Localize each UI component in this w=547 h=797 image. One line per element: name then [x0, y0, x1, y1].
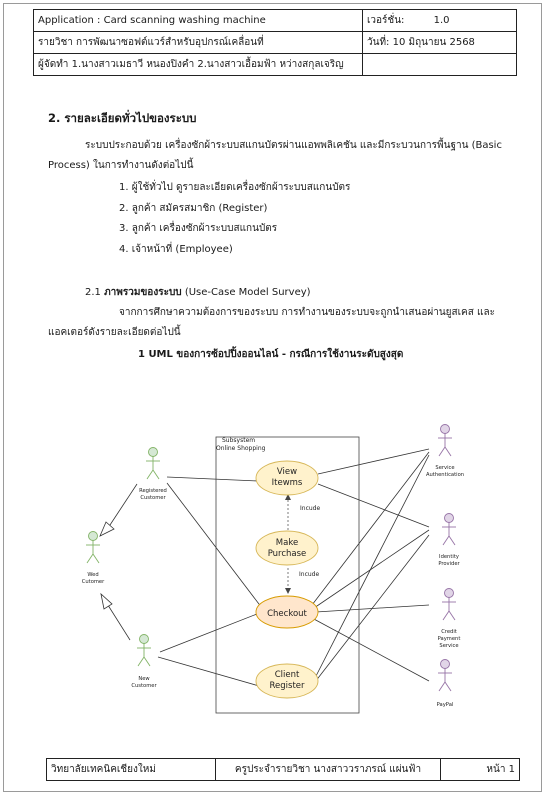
page-border	[3, 3, 542, 792]
include-label: Incude	[300, 505, 320, 512]
actor-label: New	[138, 676, 150, 682]
include-arrowhead	[285, 588, 291, 594]
actor-label: Cutomer	[82, 579, 105, 585]
actor-identity-provider: Identity Provider	[438, 513, 461, 567]
actor-web-customer: Wed Cutomer	[82, 531, 105, 585]
use-case-checkout: Checkout	[255, 595, 319, 629]
subsection-title-rest: (Use-Case Model Survey)	[181, 287, 311, 298]
list-item: 3. ลูกค้า เครื่องซักผ้าระบบสแกนบัตร	[119, 223, 278, 234]
actor-paypal: PayPal	[437, 659, 454, 708]
footer-page-number: หน้า 1	[440, 758, 520, 781]
intro-line-2: Process) ในการทำงานดังต่อไปนี้	[48, 160, 194, 171]
use-case-view-items: View Itewms	[255, 460, 319, 496]
version-label: เวอร์ชั่น:	[367, 15, 405, 26]
subsystem-label: Online Shopping	[216, 445, 266, 452]
actor-service-authentication: Service Authentication	[426, 424, 464, 478]
subsection-title: 2.1 ภาพรวมของระบบ (Use-Case Model Survey…	[85, 285, 311, 300]
list-item: 2. ลูกค้า สมัครสมาชิก (Register)	[119, 203, 268, 214]
desc-line-2: แอคเตอร์ดังรายละเอียดต่อไปนี้	[48, 327, 181, 338]
use-case-label: Register	[270, 681, 306, 691]
use-case-label: Purchase	[268, 549, 307, 559]
header-table: Application : Card scanning washing mach…	[33, 9, 517, 76]
use-case-client-register: Client Register	[255, 663, 319, 699]
section-title: 2. รายละเอียดทั่วไปของระบบ	[48, 111, 197, 125]
footer-college: วิทยาลัยเทคนิคเชียงใหม่	[46, 758, 216, 781]
actor-credit-payment-service: Credit Payment Service	[438, 588, 461, 649]
footer-table: วิทยาลัยเทคนิคเชียงใหม่ ครูประจำรายวิชา …	[46, 758, 520, 781]
actor-label: Customer	[140, 495, 166, 501]
subsection-number: 2.1	[85, 287, 101, 298]
version-value: 1.0	[433, 15, 450, 26]
empty-cell	[362, 53, 517, 76]
include-label: Incude	[299, 571, 319, 578]
association-lines	[157, 448, 430, 687]
subsystem-label: Subsystem	[222, 437, 255, 444]
actor-label: PayPal	[437, 702, 454, 708]
desc-line-1: จากการศึกษาความต้องการของระบบ การทำงานขอ…	[119, 307, 495, 318]
actor-label: Customer	[131, 683, 157, 689]
subsection-title-bold: ภาพรวมของระบบ	[104, 287, 182, 298]
actor-label: Service	[435, 465, 454, 471]
list-item: 4. เจ้าหน้าที่ (Employee)	[119, 244, 233, 255]
use-case-make-purchase: Make Purchase	[255, 530, 319, 566]
actor-label: Service	[439, 643, 458, 649]
figure-caption: 1 UML ของการซ้อปปิ้งออนไลน์ - กรณีการใช้…	[138, 349, 404, 360]
actor-label: Authentication	[426, 472, 464, 478]
include-arrowhead	[285, 494, 291, 500]
authors: ผู้จัดทำ 1.นางสาวเมธาวี หนองปิงคำ 2.นางส…	[33, 53, 363, 76]
actor-label: Wed	[87, 572, 98, 578]
intro-line-1: ระบบประกอบด้วย เครื่องซักผ้าระบบสแกนบัตร…	[85, 140, 502, 151]
use-case-label: View	[277, 467, 297, 477]
use-case-label: Make	[276, 538, 298, 548]
generalization-arrows	[99, 483, 138, 641]
actor-new-customer: New Customer	[131, 634, 157, 689]
actor-label: Provider	[438, 561, 460, 567]
use-case-label: Checkout	[267, 609, 307, 619]
actor-registered-customer: Registered Customer	[139, 447, 167, 501]
subsystem-boundary	[215, 436, 360, 714]
actor-label: Payment	[438, 636, 461, 642]
actor-label: Registered	[139, 488, 167, 494]
actor-label: Credit	[441, 629, 457, 635]
use-case-label: Client	[275, 670, 300, 680]
actor-label: Identity	[439, 554, 459, 560]
use-case-label: Itewms	[272, 478, 303, 488]
list-item: 1. ผู้ใช้ทั่วไป ดูรายละเอียดเครื่องซักผ้…	[119, 182, 351, 193]
footer-teacher: ครูประจำรายวิชา นางสาววราภรณ์ แผ่นฟ้า	[215, 758, 441, 781]
